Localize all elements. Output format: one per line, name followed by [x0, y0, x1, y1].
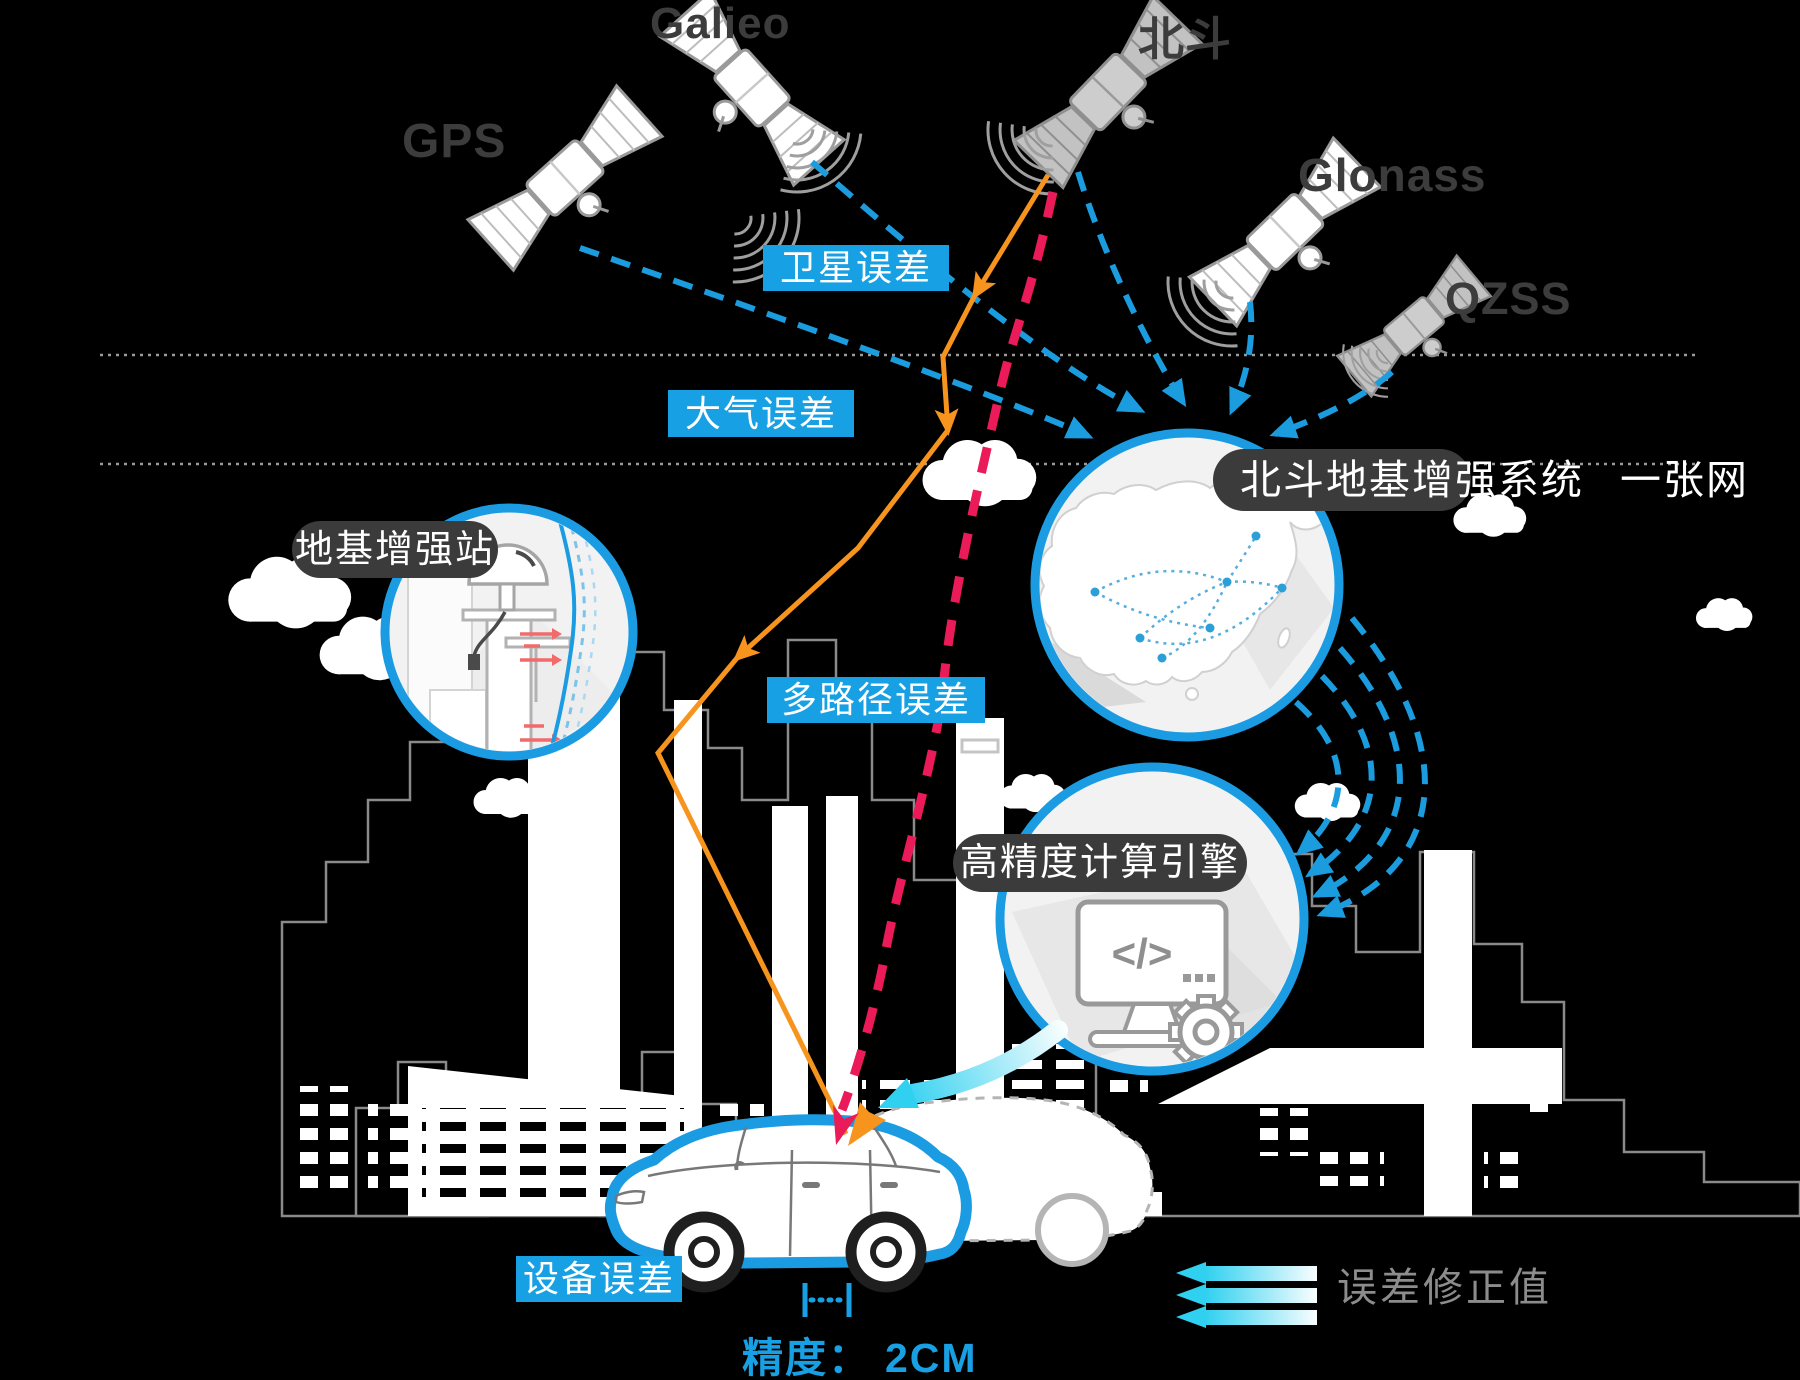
vehicle-car: [610, 1120, 966, 1293]
accuracy-prefix: 精度：: [742, 1335, 871, 1380]
gps-label: GPS: [402, 115, 507, 168]
orange-arrowhead: [848, 1102, 886, 1146]
atmospheric-error-tag: 大气误差: [668, 390, 854, 437]
correction-downlinks: [1294, 616, 1428, 918]
correction-swoosh: [902, 1020, 1068, 1104]
measurement-icon: [802, 1283, 852, 1317]
correction-value-label: 误差修正值: [1337, 1266, 1552, 1310]
antenna-cable: [472, 611, 507, 657]
multipath-signal-path: [655, 173, 1051, 1136]
engine-label: 高精度计算引擎: [953, 834, 1247, 892]
network-label-bg: [1213, 449, 1471, 511]
china-map: [1040, 459, 1329, 686]
swoosh-arrowhead: [878, 1078, 919, 1108]
one-network-text: 一张网: [1620, 457, 1749, 503]
ground-station-label: 地基增强站: [292, 521, 498, 578]
red-arrowhead: [833, 1105, 859, 1145]
atmosphere-layer-lines: [100, 353, 1700, 466]
glonass-label: Glonass: [1298, 149, 1487, 201]
qzss-label: QZSS: [1445, 273, 1572, 324]
device-error-tag: 设备误差: [516, 1256, 682, 1302]
satellite-downlinks: [579, 159, 1394, 439]
accuracy-label: 精度： 2CM: [742, 1338, 978, 1379]
beidou-label: 北斗: [1138, 13, 1232, 65]
multipath-error-tag: 多路径误差: [767, 677, 985, 723]
correction-signal-arrows: [520, 632, 552, 742]
code-icon: </>: [1112, 930, 1173, 977]
station-dots: [1090, 531, 1287, 663]
network-system-label: 北斗地基增强系统 一张网: [1240, 460, 1749, 501]
satellite-error-tag: 卫星误差: [763, 245, 949, 291]
accuracy-value: 2CM: [885, 1335, 978, 1380]
correction-legend-arrows: [1176, 1262, 1317, 1328]
galileo-label: Galieo: [650, 0, 791, 48]
augmentation-system-text: 北斗地基增强系统: [1240, 457, 1584, 503]
wavefront-line: [546, 513, 577, 751]
